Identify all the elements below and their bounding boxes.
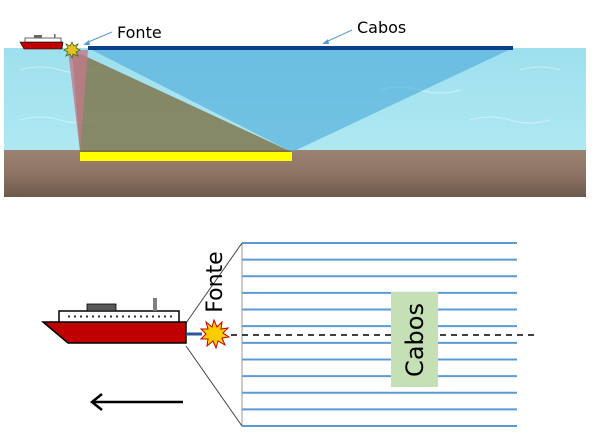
plan-view: Cabos Fonte [40,242,538,427]
top-cable [88,46,513,50]
source-label-top: Fonte [117,23,162,42]
source-label-bottom: Fonte [203,251,228,312]
streamer-lines [242,242,517,427]
cables-label-box [391,292,438,387]
arrow-left-icon [89,393,183,411]
source-callout-arrow [83,31,113,45]
cross-section-view: Fonte Cabos [4,18,586,197]
reflection-fan [88,48,513,152]
tow-line-lower [185,345,243,427]
source-burst-icon-small [63,41,81,60]
source-burst-icon [199,318,231,350]
cables-label-bottom: Cabos [401,303,429,377]
pink-ray-wedge [68,50,88,152]
ship-icon-small [19,34,64,50]
coverage-bar [80,152,292,161]
cables-callout-arrow [322,29,353,44]
cables-label-top: Cabos [357,18,406,37]
tow-line-upper [185,242,243,324]
ship-icon [40,298,187,344]
ray-wedge [72,50,292,152]
